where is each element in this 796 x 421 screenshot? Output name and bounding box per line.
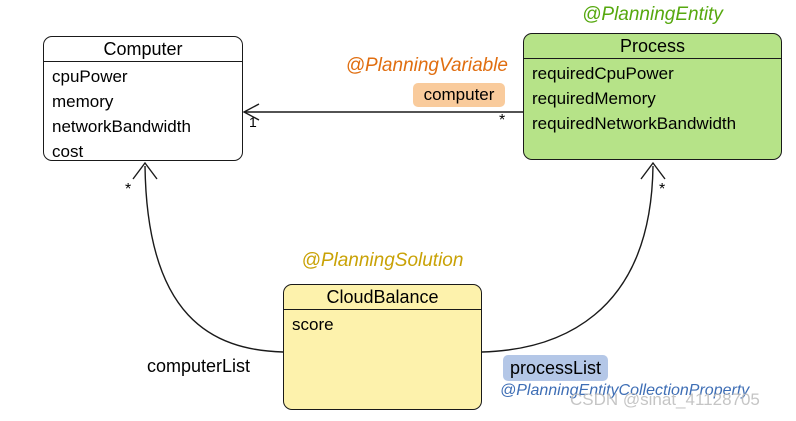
class-fields-cloudbalance: score xyxy=(284,310,481,337)
multiplicity-computer-end: 1 xyxy=(249,114,257,130)
csdn-watermark: CSDN @sinat_41128705 xyxy=(570,390,760,409)
annotation-planning-entity: @PlanningEntity xyxy=(582,4,723,25)
annotation-planning-entity-collection-property: @PlanningEntityCollectionProperty xyxy=(500,382,750,399)
association-process-computer-arrowhead xyxy=(242,103,260,121)
field-cpu-power: cpuPower xyxy=(52,67,128,86)
multiplicity-computerlist-end: * xyxy=(125,181,132,198)
class-title-cloudbalance: CloudBalance xyxy=(284,285,481,310)
association-cloudbalance-computer-arrowhead xyxy=(132,161,158,180)
relation-label-computer: computer xyxy=(413,83,505,107)
multiplicity-processlist-end: * xyxy=(659,181,666,198)
field-score: score xyxy=(292,315,334,334)
association-cloudbalance-computer-line xyxy=(144,165,284,353)
annotation-planning-variable: @PlanningVariable xyxy=(345,55,508,76)
field-memory: memory xyxy=(52,92,114,111)
field-required-cpu-power: requiredCpuPower xyxy=(532,64,674,83)
field-required-network-bandwidth: requiredNetworkBandwidth xyxy=(532,114,737,133)
class-fields-process: requiredCpuPower requiredMemory required… xyxy=(524,59,781,136)
class-box-process: Process requiredCpuPower requiredMemory … xyxy=(523,33,782,160)
relation-label-processlist: processList xyxy=(503,355,608,381)
annotation-planning-solution: @PlanningSolution xyxy=(301,250,464,271)
class-box-cloudbalance: CloudBalance score xyxy=(283,284,482,410)
relation-label-computerlist: computerList xyxy=(147,356,251,376)
field-cost: cost xyxy=(52,142,84,161)
field-network-bandwidth: networkBandwidth xyxy=(52,117,191,136)
class-title-computer: Computer xyxy=(44,37,242,62)
association-cloudbalance-process-arrowhead xyxy=(640,161,666,180)
class-title-process: Process xyxy=(524,34,781,59)
class-box-computer: Computer cpuPower memory networkBandwidt… xyxy=(43,36,243,161)
field-required-memory: requiredMemory xyxy=(532,89,656,108)
multiplicity-process-end: * xyxy=(499,112,506,129)
class-fields-computer: cpuPower memory networkBandwidth cost xyxy=(44,62,242,164)
association-cloudbalance-process-line xyxy=(481,165,654,353)
